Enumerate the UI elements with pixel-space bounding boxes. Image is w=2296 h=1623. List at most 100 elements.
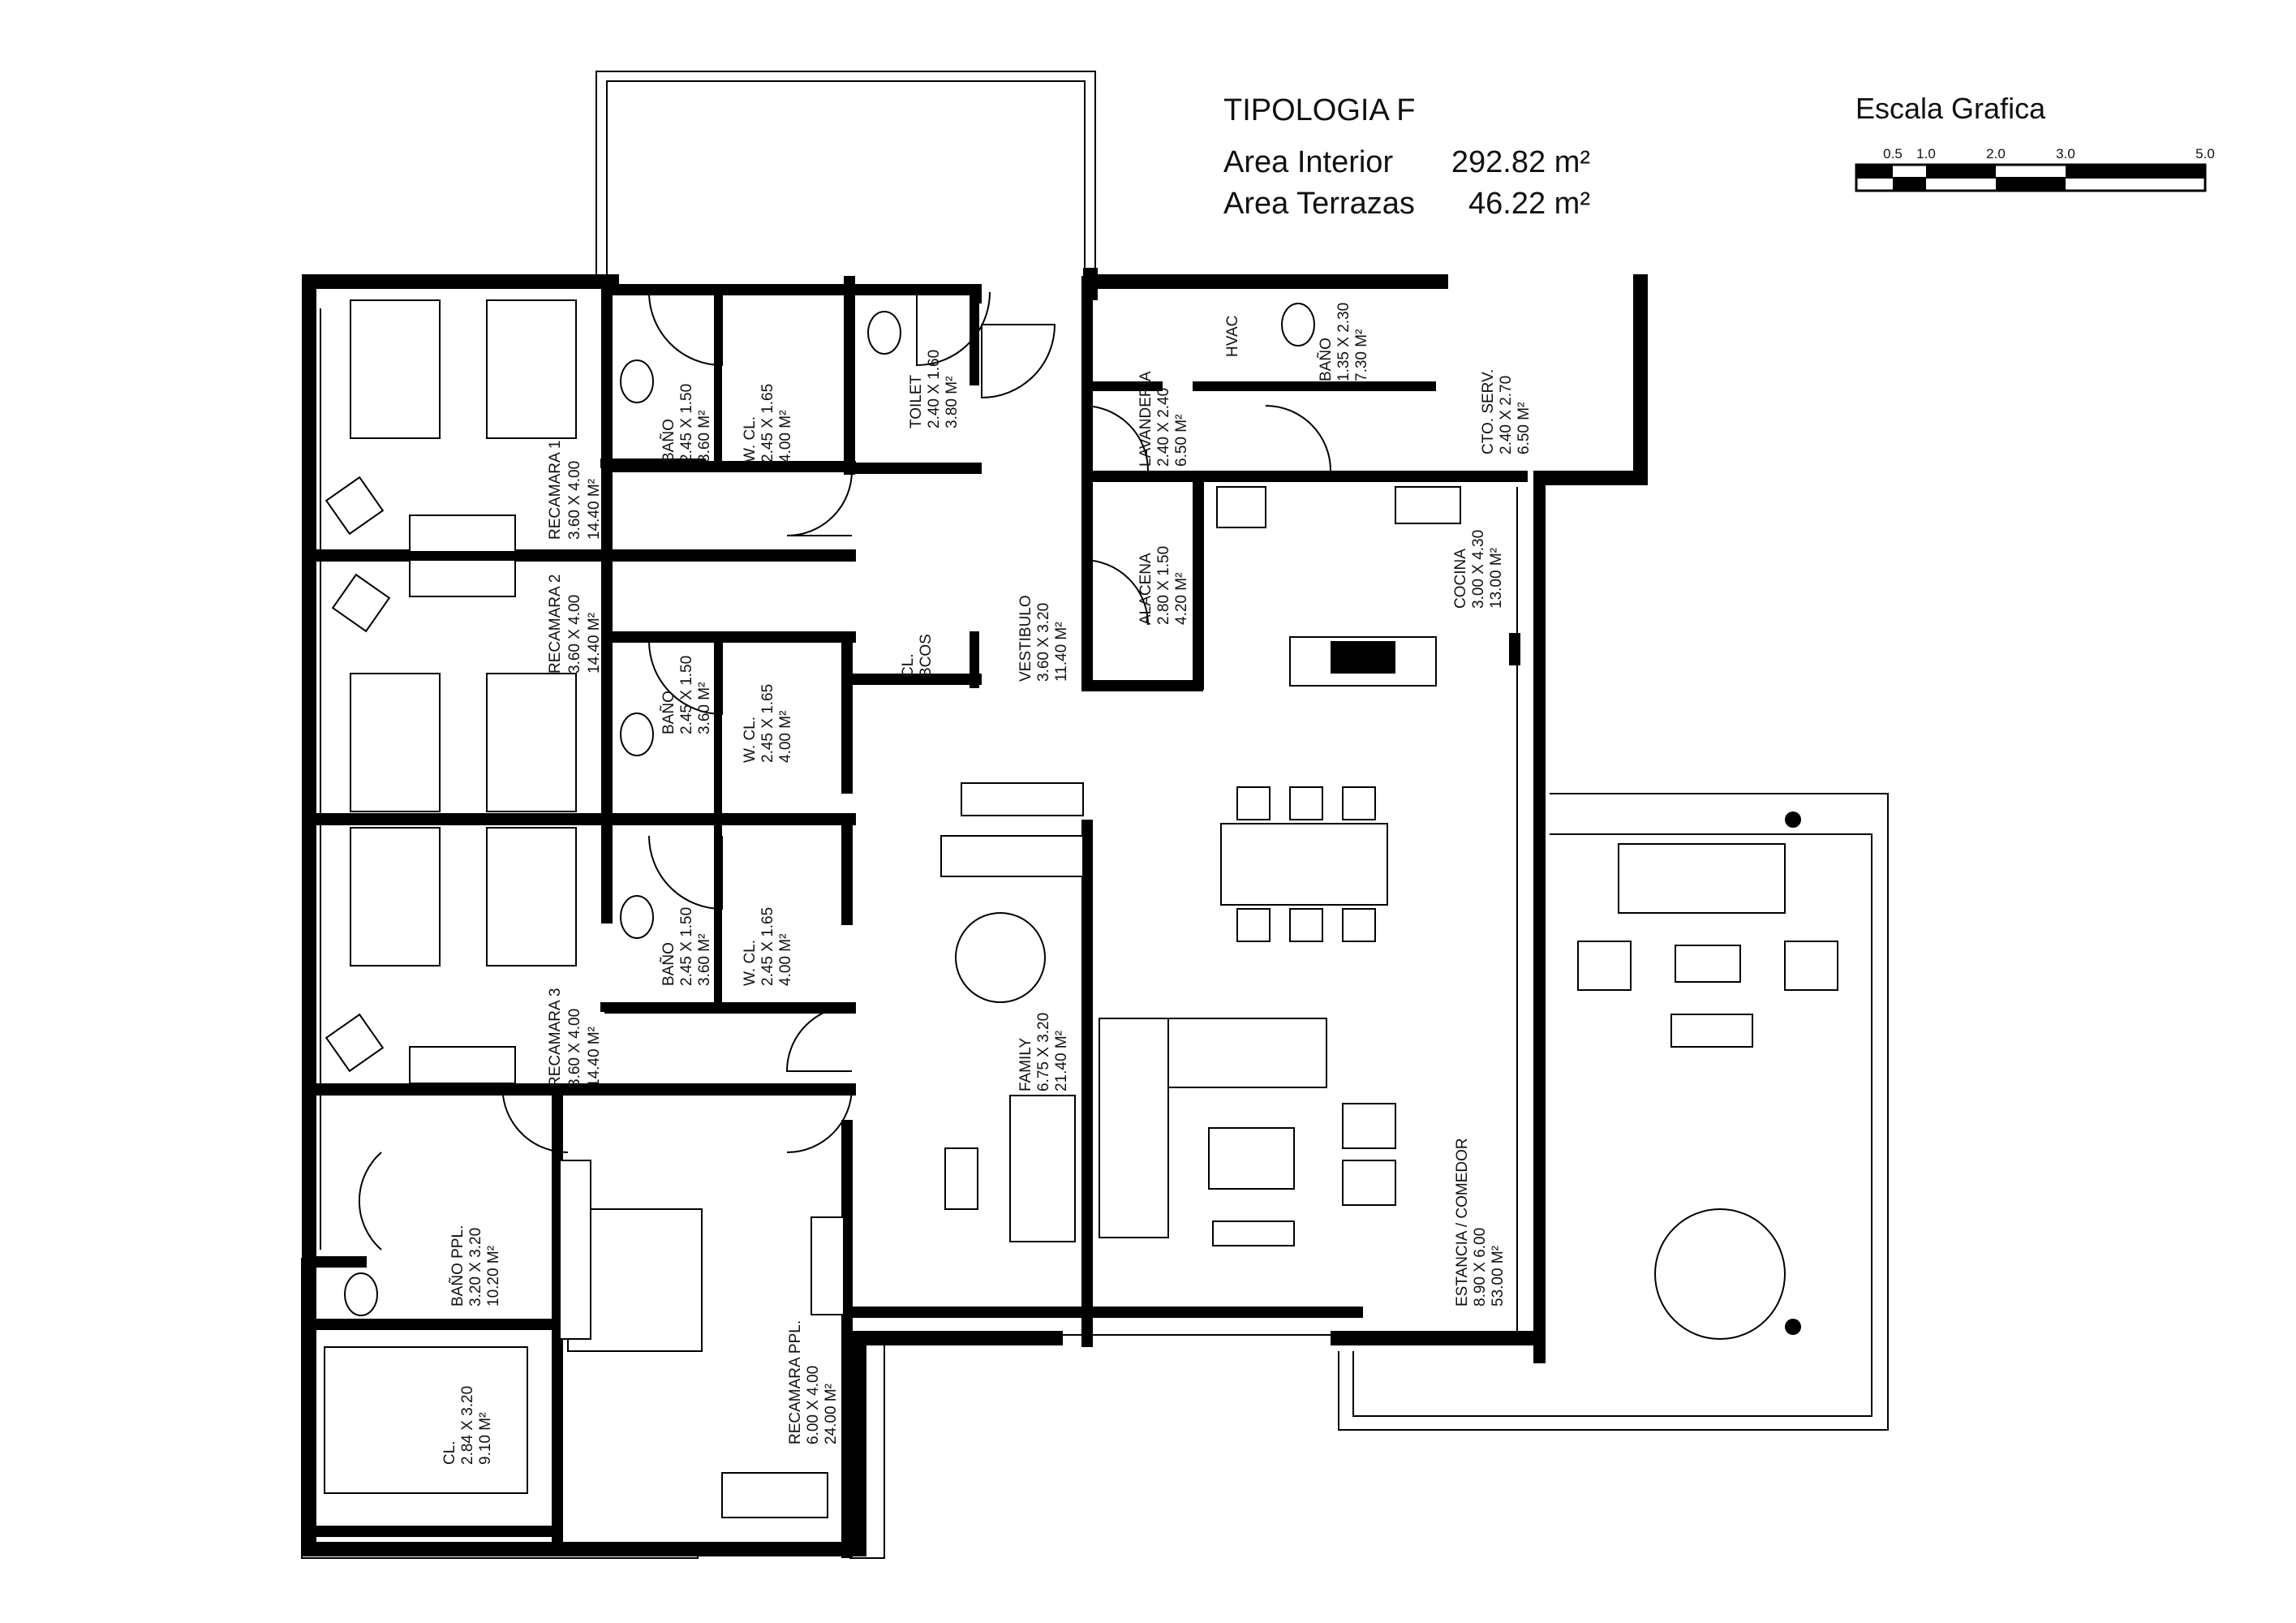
svg-text:2.45 X 1.50: 2.45 X 1.50 [678, 384, 695, 463]
windows [320, 308, 1518, 1336]
label-wcl-2: W. CL. 2.45 X 1.65 4.00 M² [742, 684, 794, 763]
svg-text:2.40 X 1.60: 2.40 X 1.60 [926, 350, 943, 428]
svg-text:3.20 X 3.20: 3.20 X 3.20 [467, 1228, 484, 1307]
svg-text:4.00 M²: 4.00 M² [777, 934, 794, 986]
svg-text:6.00 X 4.00: 6.00 X 4.00 [805, 1366, 822, 1444]
label-vestibulo: VESTIBULO 3.60 X 3.20 11.40 M² [1017, 595, 1070, 682]
svg-text:1.35 X 2.30: 1.35 X 2.30 [1335, 303, 1352, 381]
label-bano-3: BAÑO 2.45 X 1.50 3.60 M² [660, 907, 713, 986]
svg-text:2.40 X 2.40: 2.40 X 2.40 [1155, 388, 1172, 467]
area-terrazas-value: 46.22 m² [1468, 187, 1590, 221]
svg-text:2.40 X 2.70: 2.40 X 2.70 [1498, 376, 1515, 454]
svg-text:21.40 M²: 21.40 M² [1053, 1031, 1070, 1091]
area-interior-value: 292.82 m² [1451, 145, 1590, 179]
svg-text:4.00 M²: 4.00 M² [777, 711, 794, 763]
svg-text:3.60 X 3.20: 3.60 X 3.20 [1035, 603, 1052, 682]
label-recamara-ppl: RECAMARA PPL. 6.00 X 4.00 24.00 M² [787, 1320, 840, 1444]
svg-text:RECAMARA PPL.: RECAMARA PPL. [787, 1320, 804, 1444]
svg-text:9.10 M²: 9.10 M² [477, 1413, 494, 1465]
label-alacena: ALACENA 2.80 X 1.50 4.20 M² [1137, 546, 1190, 625]
label-cto-serv: CTO. SERV. 2.40 X 2.70 6.50 M² [1480, 369, 1533, 454]
label-cocina: COCINA 3.00 X 4.30 13.00 M² [1452, 530, 1505, 609]
svg-text:3.60 M²: 3.60 M² [696, 411, 713, 463]
label-bano-1: BAÑO 2.45 X 1.50 3.60 M² [660, 384, 713, 463]
svg-text:W. CL.: W. CL. [742, 717, 759, 763]
svg-text:4.00 M²: 4.00 M² [777, 411, 794, 463]
svg-text:BAÑO: BAÑO [660, 942, 677, 986]
svg-text:10.20 M²: 10.20 M² [485, 1246, 502, 1307]
svg-text:11.40 M²: 11.40 M² [1053, 622, 1070, 682]
svg-text:2.45 X 1.50: 2.45 X 1.50 [678, 907, 695, 986]
label-wcl-1: W. CL. 2.45 X 1.65 4.00 M² [742, 384, 794, 463]
svg-text:BAÑO: BAÑO [660, 419, 677, 463]
svg-text:TOILET: TOILET [908, 374, 925, 428]
room-labels: RECAMARA 1 3.60 X 4.00 14.40 M² RECAMARA… [441, 303, 1533, 1465]
svg-text:BCOS: BCOS [918, 634, 935, 678]
svg-text:BAÑO: BAÑO [1317, 338, 1335, 381]
svg-text:W. CL.: W. CL. [742, 416, 759, 463]
scale-tick-3: 3.0 [2056, 146, 2075, 161]
svg-text:2.45 X 1.50: 2.45 X 1.50 [678, 656, 695, 734]
scale-title: Escala Grafica [1855, 92, 2046, 125]
svg-text:8.90 X 6.00: 8.90 X 6.00 [1472, 1228, 1489, 1307]
svg-text:VESTIBULO: VESTIBULO [1017, 595, 1034, 682]
svg-text:3.60 M²: 3.60 M² [696, 934, 713, 986]
label-estancia: ESTANCIA / COMEDOR 8.90 X 6.00 53.00 M² [1454, 1138, 1507, 1307]
svg-text:3.60 X 4.00: 3.60 X 4.00 [566, 461, 583, 540]
door-swings [358, 291, 1331, 1251]
svg-text:4.20 M²: 4.20 M² [1173, 573, 1190, 625]
svg-text:RECAMARA 1: RECAMARA 1 [547, 441, 564, 540]
area-interior-label: Area Interior [1223, 145, 1393, 179]
header-block: TIPOLOGIA F Area Interior 292.82 m² Area… [1223, 93, 1590, 221]
svg-text:ESTANCIA / COMEDOR: ESTANCIA / COMEDOR [1454, 1138, 1471, 1307]
label-lavanderia: LAVANDERIA 2.40 X 2.40 6.50 M² [1137, 371, 1190, 467]
svg-text:CL.: CL. [441, 1440, 458, 1465]
svg-text:6.50 M²: 6.50 M² [1173, 415, 1190, 467]
svg-text:2.45 X 1.65: 2.45 X 1.65 [759, 907, 776, 986]
svg-text:3.60 X 4.00: 3.60 X 4.00 [566, 595, 583, 674]
svg-text:HVAC: HVAC [1224, 316, 1241, 357]
label-recamara-1: RECAMARA 1 3.60 X 4.00 14.40 M² [547, 441, 603, 540]
svg-text:2.45 X 1.65: 2.45 X 1.65 [759, 684, 776, 763]
scale-tick-4: 5.0 [2195, 146, 2215, 161]
plan-title: TIPOLOGIA F [1223, 93, 1416, 127]
svg-text:BAÑO: BAÑO [660, 691, 677, 734]
svg-text:ALACENA: ALACENA [1137, 553, 1154, 625]
svg-text:6.75 X 3.20: 6.75 X 3.20 [1035, 1013, 1052, 1091]
svg-text:COCINA: COCINA [1452, 549, 1469, 609]
svg-text:2.84 X 3.20: 2.84 X 3.20 [459, 1386, 476, 1465]
label-cl-bcos: CL. BCOS [900, 634, 935, 678]
scale-tick-1: 1.0 [1916, 146, 1936, 161]
scale-tick-2: 2.0 [1986, 146, 2006, 161]
furniture [324, 299, 1838, 1518]
svg-text:6.50 M²: 6.50 M² [1516, 403, 1533, 454]
svg-text:W. CL.: W. CL. [742, 940, 759, 986]
svg-text:24.00 M²: 24.00 M² [823, 1384, 840, 1444]
label-bano-ppl: BAÑO PPL. 3.20 X 3.20 10.20 M² [449, 1225, 502, 1307]
svg-text:53.00 M²: 53.00 M² [1490, 1246, 1507, 1307]
svg-text:2.45 X 1.65: 2.45 X 1.65 [759, 384, 776, 463]
svg-text:14.40 M²: 14.40 M² [586, 479, 603, 540]
svg-text:3.80 M²: 3.80 M² [944, 377, 961, 428]
svg-text:7.30 M²: 7.30 M² [1353, 329, 1370, 381]
label-cl-ppl: CL. 2.84 X 3.20 9.10 M² [441, 1386, 494, 1465]
svg-text:BAÑO PPL.: BAÑO PPL. [449, 1225, 467, 1307]
label-hvac: HVAC [1224, 316, 1241, 357]
area-terrazas-label: Area Terrazas [1223, 187, 1415, 221]
svg-text:LAVANDERIA: LAVANDERIA [1137, 371, 1154, 467]
svg-text:FAMILY: FAMILY [1017, 1038, 1034, 1091]
scale-tick-0: 0.5 [1883, 146, 1903, 161]
label-toilet: TOILET 2.40 X 1.60 3.80 M² [908, 350, 961, 428]
svg-text:RECAMARA 3: RECAMARA 3 [547, 988, 564, 1087]
svg-text:3.60 X 4.00: 3.60 X 4.00 [566, 1009, 583, 1087]
label-family: FAMILY 6.75 X 3.20 21.40 M² [1017, 1013, 1070, 1091]
svg-text:RECAMARA 2: RECAMARA 2 [547, 575, 564, 674]
label-wcl-3: W. CL. 2.45 X 1.65 4.00 M² [742, 907, 794, 986]
svg-text:3.00 X 4.30: 3.00 X 4.30 [1470, 530, 1487, 609]
svg-text:3.60 M²: 3.60 M² [696, 682, 713, 734]
label-bano-serv: BAÑO 1.35 X 2.30 7.30 M² [1317, 303, 1370, 381]
svg-text:CL.: CL. [900, 653, 917, 678]
label-recamara-2: RECAMARA 2 3.60 X 4.00 14.40 M² [547, 575, 603, 674]
label-bano-2: BAÑO 2.45 X 1.50 3.60 M² [660, 656, 713, 734]
